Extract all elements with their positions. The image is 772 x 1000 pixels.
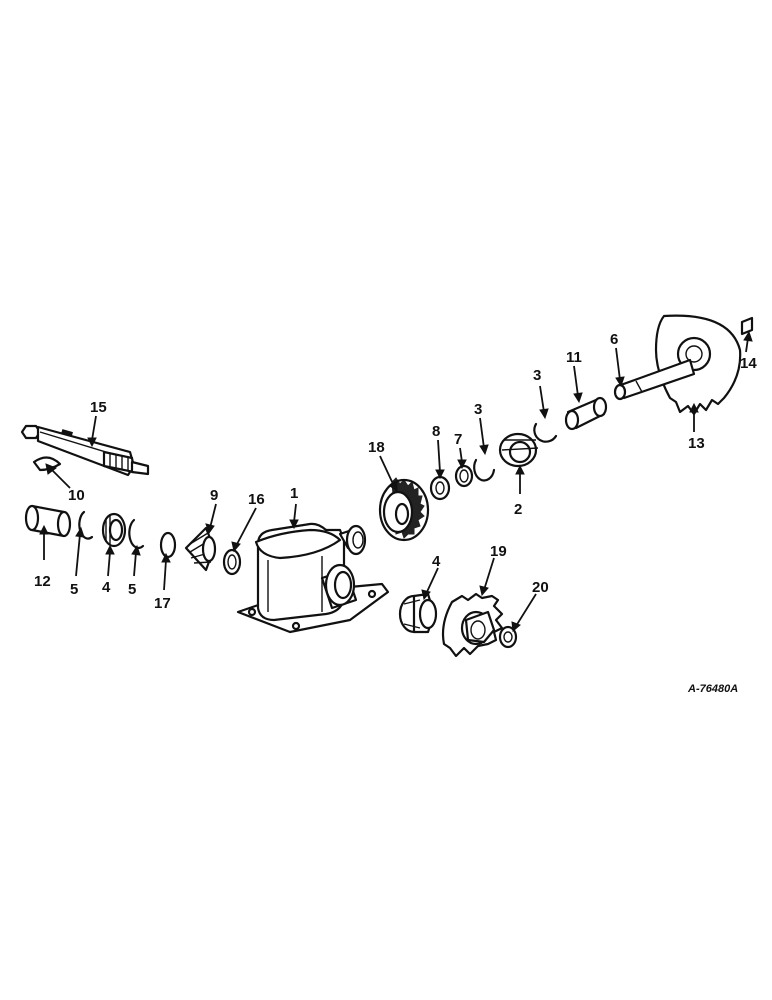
part-14-pin	[740, 316, 754, 336]
part-12-sleeve	[24, 504, 72, 538]
callout-14: 14	[740, 355, 757, 372]
callout-7: 7	[454, 431, 462, 448]
figure-reference: A-76480A	[687, 683, 738, 695]
callout-6: 6	[610, 331, 618, 348]
callout-11: 11	[566, 349, 582, 366]
callout-10: 10	[68, 487, 85, 504]
callout-2: 2	[514, 501, 522, 518]
part-4-bearing-left	[101, 512, 127, 548]
part-13-sprocket	[654, 314, 742, 416]
callout-3b: 3	[474, 401, 482, 418]
part-6-shaft	[613, 358, 696, 401]
callout-16: 16	[248, 491, 265, 508]
callout-9: 9	[210, 487, 218, 504]
leader-lines	[39, 330, 753, 632]
callout-17: 17	[154, 595, 171, 612]
part-16-washer	[222, 548, 242, 576]
part-1-gearbox-housing	[236, 522, 390, 634]
part-18-bevel-gear	[378, 477, 430, 542]
part-3-snap-ring-center	[473, 458, 496, 482]
callout-4b: 4	[432, 553, 441, 570]
part-4-bearing-lower	[398, 592, 438, 634]
callout-13: 13	[688, 435, 705, 452]
callout-labels: 1 2 3 3 4 4 5 5 6 7 8 9 10 11 12 13 14 1…	[34, 331, 757, 612]
callout-12: 12	[34, 573, 51, 590]
callout-8: 8	[432, 423, 440, 440]
callout-4a: 4	[102, 579, 111, 596]
callout-5a: 5	[70, 581, 78, 598]
callout-1: 1	[290, 485, 298, 502]
callout-20: 20	[532, 579, 549, 596]
part-19-sprocket-hub	[441, 592, 504, 658]
callout-18: 18	[368, 439, 385, 456]
part-3-snap-ring-upper	[533, 422, 558, 443]
callout-3a: 3	[533, 367, 541, 384]
callout-15: 15	[90, 399, 107, 416]
part-15-shaft	[20, 424, 150, 477]
part-2-bearing-right	[498, 432, 539, 468]
part-7-washer	[454, 464, 474, 488]
callout-5b: 5	[128, 581, 136, 598]
part-20-washer	[498, 625, 518, 649]
part-8-washer	[429, 475, 451, 501]
part-17-washer	[159, 531, 177, 559]
callout-19: 19	[490, 543, 507, 560]
part-5-snap-ring-right	[128, 518, 145, 549]
part-9-bevel-pinion	[184, 526, 217, 572]
part-11-sleeve	[564, 396, 608, 431]
